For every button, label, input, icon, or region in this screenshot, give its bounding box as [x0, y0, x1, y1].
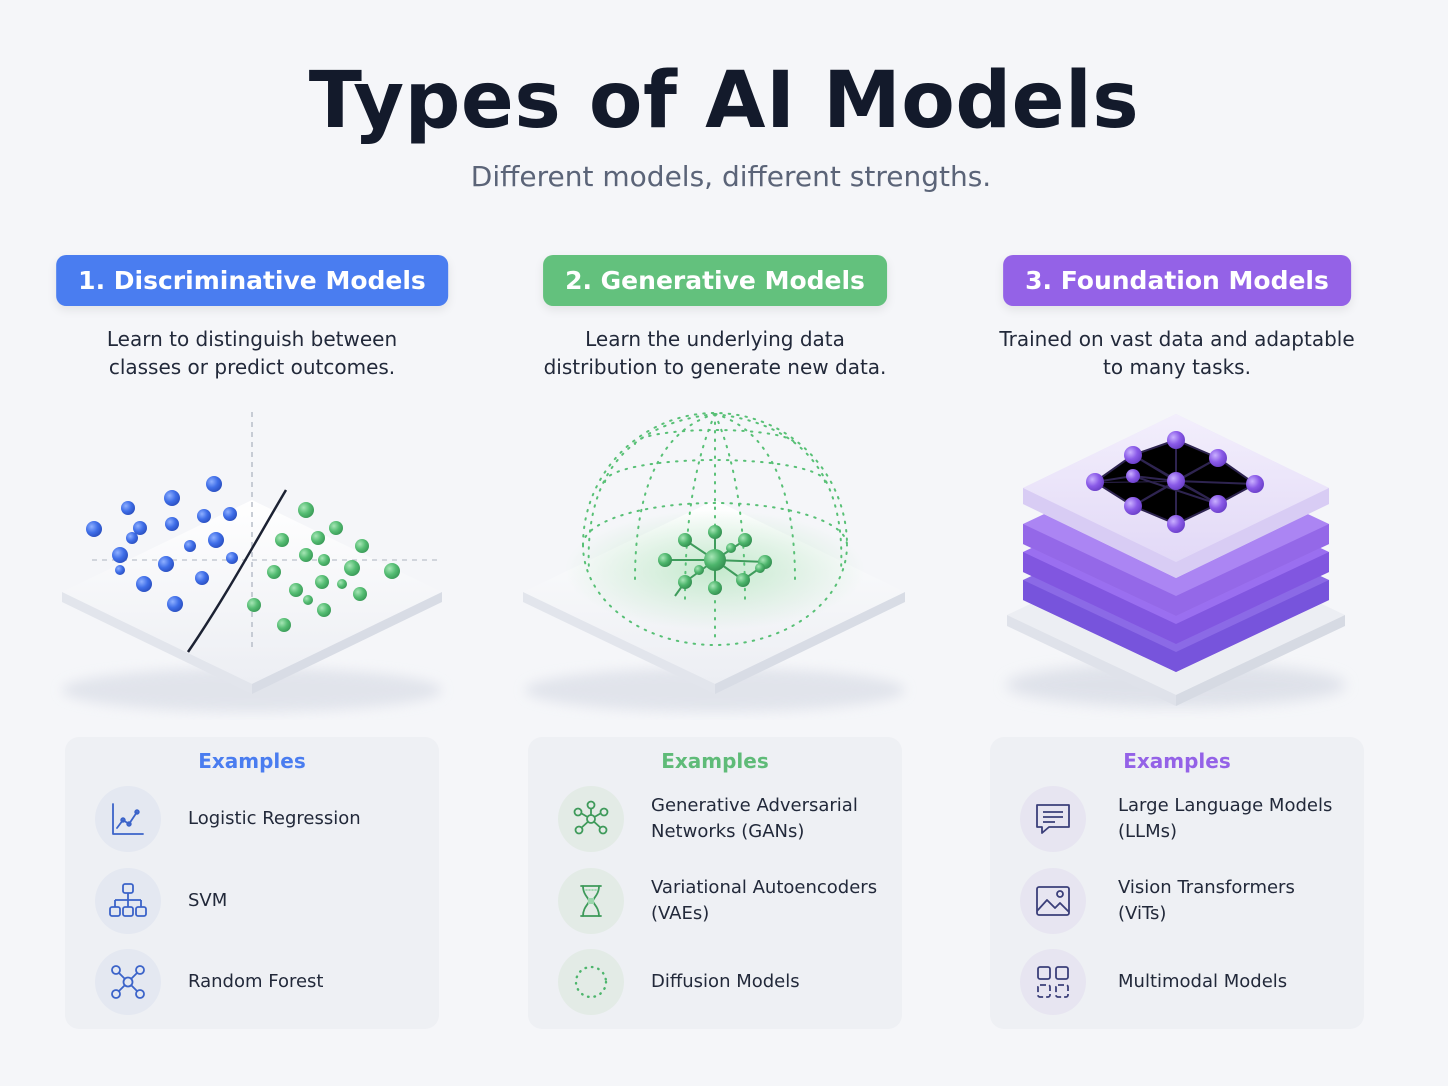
foundation-stack-illustration — [1006, 414, 1346, 707]
chat-icon — [1020, 786, 1086, 852]
example-vaes: Variational Autoencoders (VAEs) — [558, 868, 888, 934]
example-svm: SVM — [95, 868, 425, 934]
description-foundation: Trained on vast data and adaptable to ma… — [999, 327, 1355, 379]
example-label: Logistic Regression — [188, 808, 361, 829]
hourglass-icon — [558, 868, 624, 934]
examples-generative: Examples Generative Adversarial Networks… — [528, 737, 902, 1029]
example-label: Multimodal Models — [1118, 971, 1288, 992]
description-discriminative: Learn to distinguish between classes or … — [106, 327, 398, 379]
example-gans: Generative Adversarial Networks (GANs) — [558, 786, 888, 852]
molecule-icon — [558, 786, 624, 852]
example-llms: Large Language Models (LLMs) — [1020, 786, 1350, 852]
grid-icon — [1020, 949, 1086, 1015]
example-label: Generative Adversarial Networks (GANs) — [651, 795, 858, 842]
example-label: Random Forest — [188, 971, 324, 992]
example-vits: Vision Transformers (ViTs) — [1020, 868, 1350, 934]
example-random-forest: Random Forest — [95, 949, 425, 1015]
examples-title: Examples — [198, 749, 306, 773]
network-icon — [95, 949, 161, 1015]
column-generative: 2. Generative Models Learn the underlyin… — [485, 0, 945, 1086]
page-subtitle: Different models, different strengths. — [470, 160, 992, 193]
examples-discriminative: Examples Logistic Regression SVM — [65, 737, 439, 1029]
heading-discriminative: 1. Discriminative Models — [56, 255, 448, 306]
column-discriminative: 1. Discriminative Models Learn to distin… — [22, 0, 482, 1086]
column-foundation: 3. Foundation Models Trained on vast dat… — [947, 0, 1407, 1086]
examples-title: Examples — [661, 749, 769, 773]
heading-generative: 2. Generative Models — [543, 255, 887, 306]
line-chart-icon — [95, 786, 161, 852]
decision-boundary-illustration — [62, 412, 442, 712]
examples-foundation: Examples Large Language Models (LLMs) — [990, 737, 1364, 1029]
image-icon — [1020, 868, 1086, 934]
hierarchy-icon — [95, 868, 161, 934]
heading-foundation: 3. Foundation Models — [1003, 255, 1351, 306]
examples-title: Examples — [1123, 749, 1231, 773]
example-label: Large Language Models (LLMs) — [1118, 795, 1333, 842]
example-label: Diffusion Models — [651, 971, 800, 992]
example-label: Variational Autoencoders (VAEs) — [651, 877, 878, 924]
example-label: SVM — [188, 890, 228, 911]
dotted-circle-icon — [558, 949, 624, 1015]
example-multimodal: Multimodal Models — [1020, 949, 1350, 1015]
example-label: Vision Transformers (ViTs) — [1118, 877, 1295, 924]
description-generative: Learn the underlying data distribution t… — [543, 327, 887, 379]
example-logistic-regression: Logistic Regression — [95, 786, 425, 852]
page-title: Types of AI Models — [308, 56, 1140, 146]
generative-dome-illustration — [523, 412, 905, 712]
example-diffusion: Diffusion Models — [558, 949, 888, 1015]
